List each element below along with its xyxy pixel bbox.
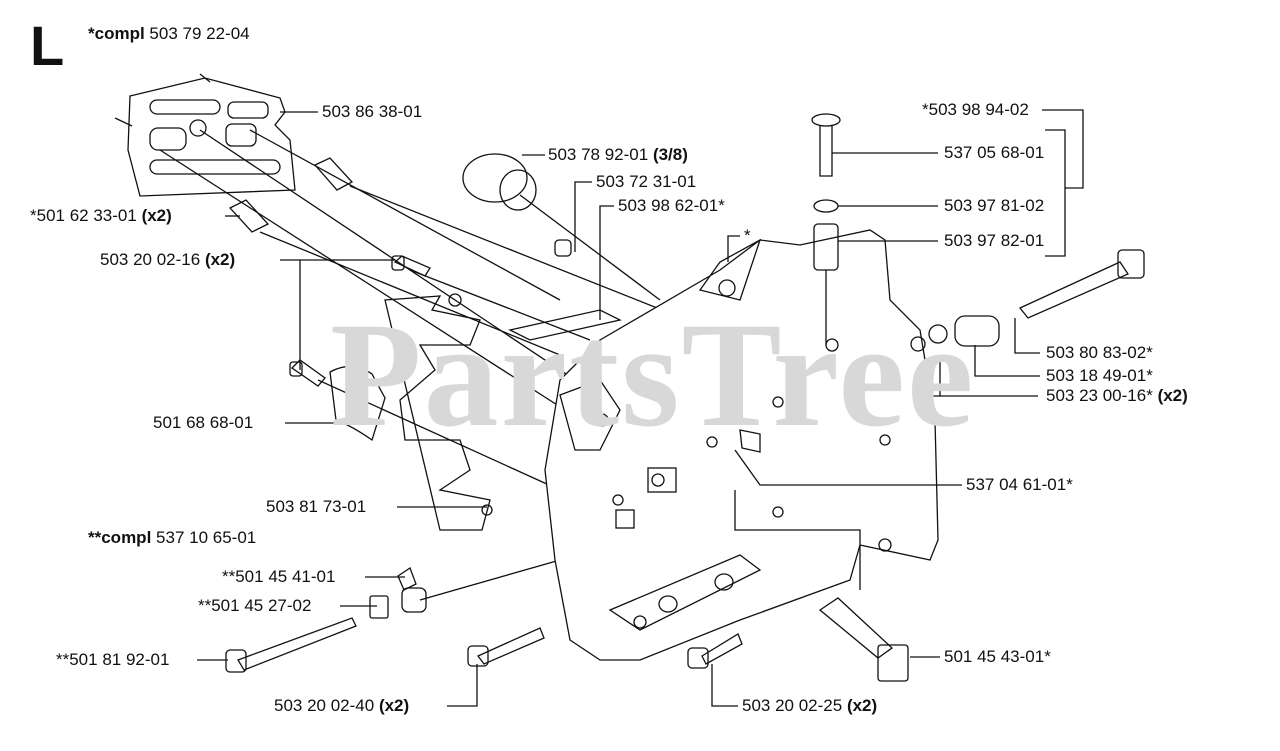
chain-tensioner-drawing bbox=[384, 293, 493, 531]
assembly-sub-label: **compl 537 10 65-01 bbox=[88, 528, 256, 548]
oil-cap-drawing bbox=[462, 153, 622, 341]
part-link-503-72-31-01[interactable]: 503 72 31-01 bbox=[596, 172, 697, 191]
part-link-537-04-61-01[interactable]: 537 04 61-01* bbox=[966, 475, 1073, 494]
section-letter: L bbox=[30, 14, 65, 77]
part-link-503-78-92-01[interactable]: 503 78 92-01 (3/8) bbox=[548, 145, 688, 164]
assembly-main-label: *compl 503 79 22-04 bbox=[88, 24, 250, 44]
part-link-503-97-82-01[interactable]: 503 97 82-01 bbox=[944, 231, 1045, 250]
part-link-503-97-81-02[interactable]: 503 97 81-02 bbox=[944, 196, 1045, 215]
part-link-501-62-33-01[interactable]: *501 62 33-01 (x2) bbox=[30, 206, 172, 225]
part-link-asterisk[interactable]: * bbox=[744, 226, 751, 245]
assembly-sub-prefix: **compl bbox=[88, 528, 152, 547]
tensioner-gear-drawing bbox=[910, 249, 1145, 352]
part-link-501-81-92-01[interactable]: **501 81 92-01 bbox=[56, 650, 170, 669]
label-leaders bbox=[197, 109, 1084, 707]
part-link-503-98-62-01[interactable]: 503 98 62-01* bbox=[618, 196, 725, 215]
assembly-main-number: 503 79 22-04 bbox=[149, 24, 250, 43]
part-link-503-98-94-02[interactable]: *503 98 94-02 bbox=[922, 100, 1029, 119]
part-link-503-81-73-01[interactable]: 503 81 73-01 bbox=[266, 497, 367, 516]
part-link-501-68-68-01[interactable]: 501 68 68-01 bbox=[153, 413, 254, 432]
part-link-503-80-83-02[interactable]: 503 80 83-02* bbox=[1046, 343, 1153, 362]
part-link-503-20-02-40[interactable]: 503 20 02-40 (x2) bbox=[274, 696, 410, 715]
part-link-503-23-00-16[interactable]: 503 23 00-16* (x2) bbox=[1046, 386, 1188, 405]
bar-plate-drawing bbox=[114, 73, 296, 197]
adjuster-stack-drawing bbox=[811, 113, 841, 345]
clutch-cover-housing-drawing bbox=[544, 229, 939, 661]
assembly-main-prefix: *compl bbox=[88, 24, 145, 43]
assembly-sub-number: 537 10 65-01 bbox=[156, 528, 257, 547]
bolts-drawing bbox=[225, 255, 909, 682]
part-link-501-45-27-02[interactable]: **501 45 27-02 bbox=[198, 596, 312, 615]
part-link-501-45-41-01[interactable]: **501 45 41-01 bbox=[222, 567, 336, 586]
small-parts-drawing bbox=[329, 365, 427, 619]
part-link-503-18-49-01[interactable]: 503 18 49-01* bbox=[1046, 366, 1153, 385]
part-link-501-45-43-01[interactable]: 501 45 43-01* bbox=[944, 647, 1051, 666]
part-link-503-86-38-01[interactable]: 503 86 38-01 bbox=[322, 102, 423, 121]
guide-pins-drawing bbox=[228, 157, 354, 233]
part-link-503-20-02-25[interactable]: 503 20 02-25 (x2) bbox=[742, 696, 878, 715]
part-link-537-05-68-01[interactable]: 537 05 68-01 bbox=[944, 143, 1045, 162]
part-link-503-20-02-16[interactable]: 503 20 02-16 (x2) bbox=[100, 250, 236, 269]
